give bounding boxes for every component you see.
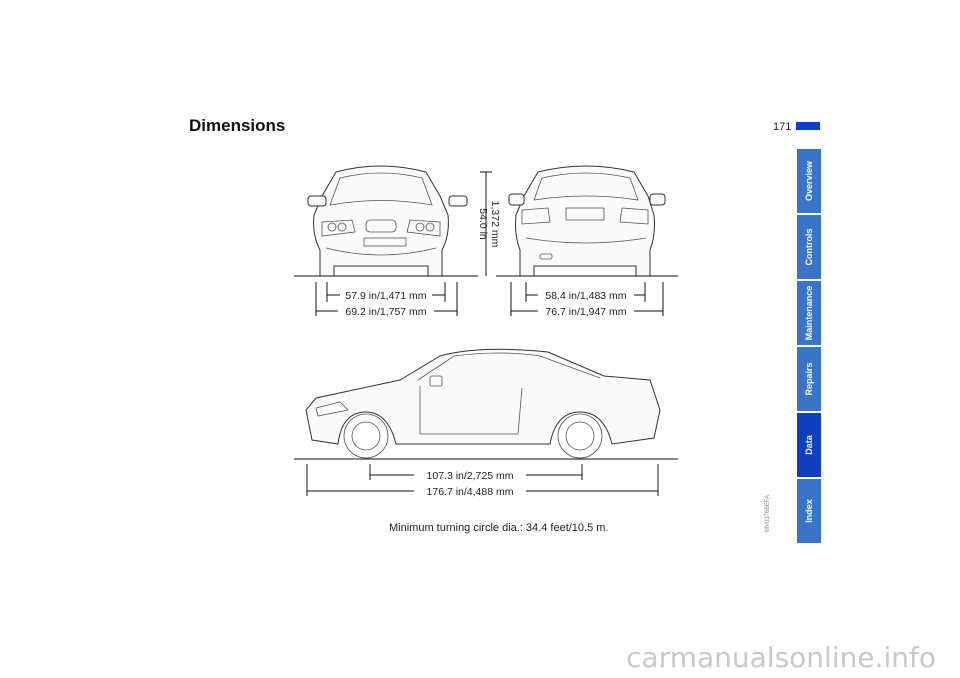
tab-data[interactable]: Data	[797, 413, 821, 477]
car-rear-view	[508, 165, 666, 277]
front-track-label: 57.9 in/1,471 mm	[345, 290, 426, 302]
tab-maintenance[interactable]: Maintenance	[797, 281, 821, 345]
dim-front-width: 69.2 in/1,757 mm	[315, 282, 458, 318]
dim-wheelbase: 107.3 in/2,725 mm	[369, 464, 583, 482]
height-in-label: 54.0 in	[477, 208, 489, 240]
car-side-view	[305, 348, 661, 459]
car-front-view	[307, 165, 468, 277]
height-mm-label: 1,372 mm	[489, 201, 501, 248]
tab-overview[interactable]: Overview	[797, 149, 821, 213]
page-marker	[796, 122, 820, 130]
dim-front-track: 57.9 in/1,471 mm	[326, 282, 446, 302]
front-width-label: 69.2 in/1,757 mm	[345, 306, 426, 318]
turning-circle-note: Minimum turning circle dia.: 34.4 feet/1…	[389, 522, 609, 534]
page-number: 171	[773, 121, 792, 133]
length-label: 176.7 in/4,488 mm	[427, 486, 514, 498]
watermark: carmanualsonline.info	[626, 641, 936, 674]
rear-track-label: 58.4 in/1,483 mm	[545, 290, 626, 302]
tab-index[interactable]: Index	[797, 479, 821, 543]
dim-rear-width: 76.7 in/1,947 mm	[510, 282, 664, 318]
dim-rear-track: 58.4 in/1,483 mm	[525, 282, 646, 302]
tab-repairs[interactable]: Repairs	[797, 347, 821, 411]
section-tabs: Overview Controls Maintenance Repairs Da…	[797, 149, 821, 545]
dim-length: 176.7 in/4,488 mm	[306, 464, 659, 498]
wheelbase-label: 107.3 in/2,725 mm	[427, 470, 514, 482]
tab-controls[interactable]: Controls	[797, 215, 821, 279]
dim-height: 54.0 in 1,372 mm	[477, 171, 501, 276]
page-title: Dimensions	[189, 116, 286, 135]
rear-width-label: 76.7 in/1,947 mm	[545, 306, 626, 318]
